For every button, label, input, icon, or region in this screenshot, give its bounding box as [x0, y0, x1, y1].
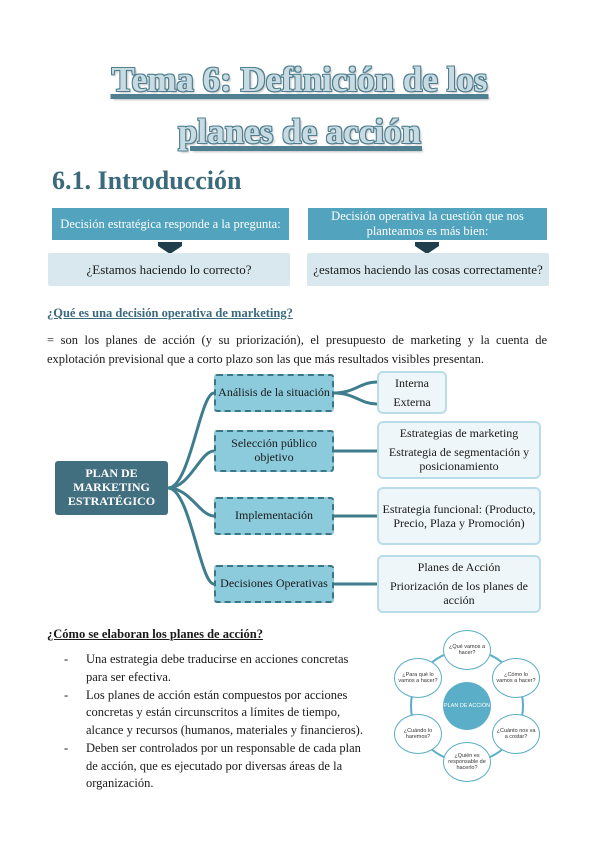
bullet-marker: - [64, 652, 69, 666]
question-how-action-plans: ¿Cómo se elaboran los planes de acción? [47, 627, 263, 641]
arrow-down-icon [158, 242, 182, 246]
operative-answer-box: ¿estamos haciendo las cosas correctament… [307, 253, 549, 286]
section-heading: 6.1. Introducción [52, 166, 242, 195]
list-item: -Una estrategia debe traducirse en accio… [64, 652, 349, 684]
sub-strategies: Estrategias de marketing Estrategia de s… [377, 421, 541, 479]
arrow-down-icon [415, 246, 439, 254]
action-plan-cycle-diagram: ¿Qué vamos a hacer? ¿Cómo lo vamos a hac… [388, 628, 544, 784]
operative-decision-box: Decisión operativa la cuestión que nos p… [308, 208, 547, 240]
sub-item: Priorización de los planes de acción [390, 578, 528, 608]
bullet-marker: - [64, 740, 69, 755]
arrow-down-icon [158, 246, 182, 254]
bullet-marker: - [64, 687, 69, 702]
sub-functional-strategy: Estrategia funcional: (Producto, Precio,… [377, 487, 541, 545]
question-operative-decision: ¿Qué es una decisión operativa de market… [47, 306, 293, 320]
strategic-decision-box: Decisión estratégica responde a la pregu… [52, 208, 289, 240]
sub-item: Estrategia funcional: (Producto, Precio,… [382, 501, 536, 530]
cycle-node-cost: ¿Cuánto nos va a costar? [492, 714, 540, 754]
page-title-line-2: planes de acción [177, 112, 422, 151]
list-item: -Deben ser controlados por un responsabl… [64, 740, 361, 791]
sub-item: Estrategia de segmentación y posicionami… [388, 444, 530, 474]
sub-item: Externa [393, 394, 431, 409]
bullet-list: -Una estrategia debe traducirse en accio… [50, 651, 370, 793]
sub-item: Interna [395, 376, 429, 391]
category-target-audience: Selección público objetivo [214, 430, 334, 472]
cycle-node-who: ¿Quién es responsable de hacerlo? [443, 742, 491, 782]
category-situation-analysis: Análisis de la situación [214, 374, 334, 412]
strategic-answer-box: ¿Estamos haciendo lo correcto? [48, 253, 290, 286]
cycle-center: PLAN DE ACCIÓN [443, 682, 491, 730]
cycle-node-how: ¿Cómo lo vamos a hacer? [492, 658, 540, 698]
sub-internal-external: Interna Externa [377, 371, 447, 414]
definition-paragraph: = son los planes de acción (y su prioriz… [47, 333, 547, 366]
category-operative-decisions: Decisiones Operativas [214, 565, 334, 603]
category-implementation: Implementación [214, 497, 334, 535]
sub-item: Planes de Acción [417, 560, 501, 575]
cycle-node-when: ¿Cuándo lo haremos? [394, 714, 442, 754]
page-title-line-1: Tema 6: Definición de los [111, 60, 488, 99]
arrow-down-icon [415, 242, 439, 246]
cycle-node-what: ¿Qué vamos a hacer? [443, 630, 491, 670]
list-item: -Los planes de acción están compuestos p… [64, 687, 363, 738]
plan-marketing-root: PLAN DE MARKETING ESTRATÉGICO [55, 461, 168, 515]
sub-action-plans: Planes de Acción Priorización de los pla… [377, 555, 541, 613]
sub-item: Estrategias de marketing [399, 426, 519, 441]
cycle-node-why: ¿Para qué lo vamos a hacer? [394, 658, 442, 698]
